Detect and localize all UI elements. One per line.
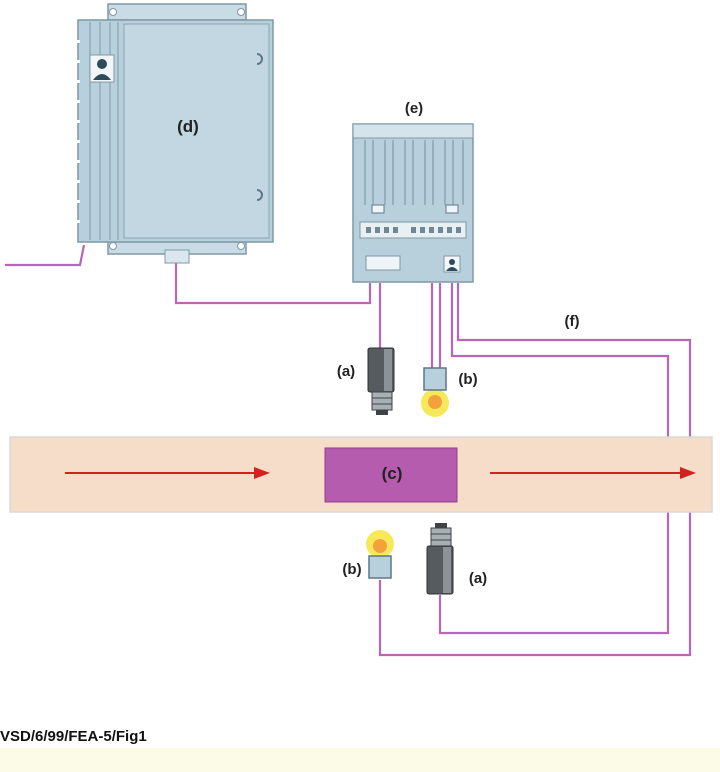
controller-display [365, 255, 401, 271]
camera-icon [367, 347, 395, 415]
label-d: (d) [177, 117, 199, 136]
figure-caption: VSD/6/99/FEA-5/Fig1 [0, 728, 147, 745]
light-icon [423, 367, 447, 391]
camera-top: (a) [337, 347, 395, 415]
light-bottom: (b) [342, 530, 394, 579]
label-f: (f) [565, 313, 580, 330]
person-icon [443, 255, 461, 273]
label-a-bottom: (a) [469, 570, 487, 587]
wire-d-left [5, 244, 86, 267]
flow-arrow-right [490, 467, 696, 479]
cabinet-top-bracket [107, 3, 247, 21]
vision-controller: (e) (f) [352, 100, 580, 330]
conveyor-belt: (c) [9, 436, 713, 513]
label-b-top: (b) [458, 371, 477, 388]
light-icon [368, 555, 392, 579]
cabinet-hinge-top-icon [256, 53, 263, 65]
cabinet-door [123, 23, 270, 239]
light-top: (b) [421, 367, 478, 417]
label-b-bottom: (b) [342, 561, 361, 578]
control-cabinet: (d) [74, 3, 274, 264]
wire-d-to-e [174, 262, 372, 305]
person-icon [89, 54, 115, 83]
footer-band [0, 748, 720, 772]
label-e: (e) [405, 100, 423, 117]
inspected-object [324, 447, 458, 503]
cabinet-connector [164, 249, 190, 264]
flow-arrow-left [65, 467, 270, 479]
label-c: (c) [382, 464, 403, 483]
label-a-top: (a) [337, 363, 355, 380]
cabinet-hinge-bottom-icon [256, 189, 263, 201]
camera-bottom: (a) [426, 523, 487, 595]
camera-icon [426, 523, 454, 595]
